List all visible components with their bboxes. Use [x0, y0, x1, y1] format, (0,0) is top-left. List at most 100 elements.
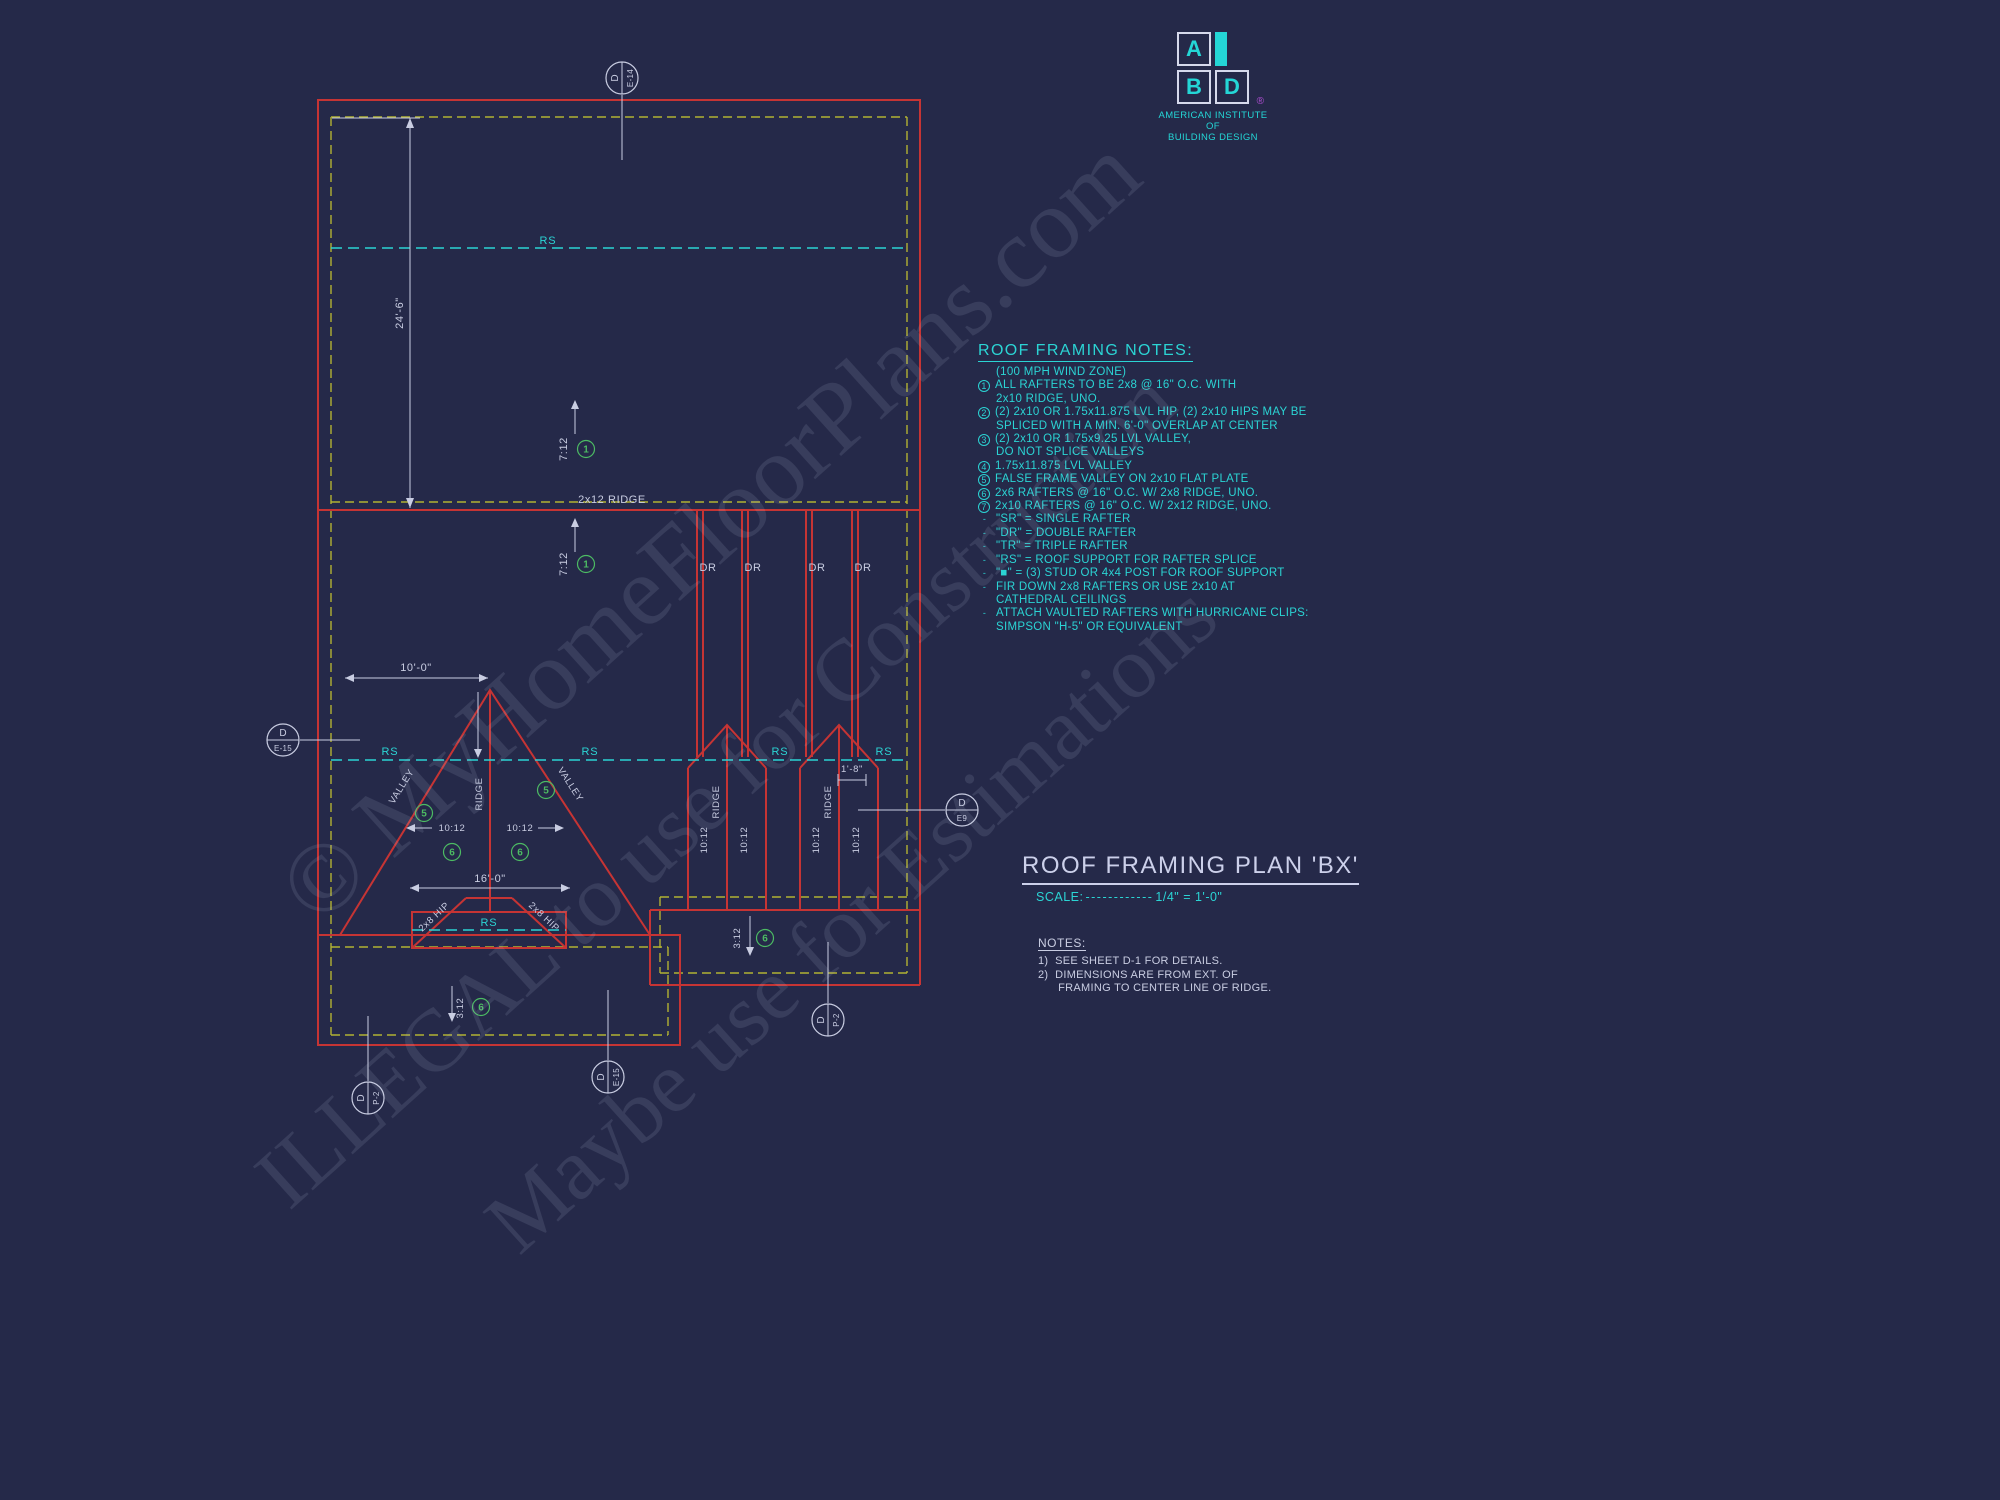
callout-letter: D — [279, 728, 286, 739]
note-marker: 3 — [978, 434, 990, 447]
note-marker — [978, 394, 991, 406]
dimension-label: 10'-0" — [400, 662, 432, 674]
note-marker — [978, 421, 991, 433]
note-marker: - — [982, 541, 987, 552]
sheet-note-line: FRAMING TO CENTER LINE OF RIDGE. — [1038, 982, 1272, 994]
framing-note-line: 7 2x10 RAFTERS @ 16" O.C. W/ 2x12 RIDGE,… — [978, 500, 1309, 514]
note-text: CATHEDRAL CEILINGS — [996, 593, 1127, 606]
roof-support-labels: RS RS RS RS RS RS — [382, 235, 893, 929]
note-marker: - — [982, 568, 987, 579]
rs-label: RS — [382, 746, 399, 758]
org-line: AMERICAN INSTITUTE — [1158, 110, 1268, 121]
note-text: (2) 2x10 OR 1.75x11.875 LVL HIP, (2) 2x1… — [995, 406, 1307, 419]
dimension-label: 24'-6" — [394, 297, 406, 329]
scale-value: 1/4" = 1'-0" — [1155, 890, 1223, 904]
slope-label: 10:12 — [699, 827, 710, 854]
note-ref-6: 6 — [762, 934, 768, 945]
double-rafter-label: DR — [699, 562, 716, 574]
circled-note-references: 1 1 5 5 6 6 6 6 — [414, 439, 775, 1017]
framing-note-line: - "SR" = SINGLE RAFTER — [978, 513, 1309, 526]
sheet-notes-title: NOTES: — [1038, 936, 1086, 951]
rs-label: RS — [876, 746, 893, 758]
scale-leader: ------------ — [1085, 890, 1154, 904]
framing-note-line: 1 ALL RAFTERS TO BE 2x8 @ 16" O.C. WITH — [978, 379, 1309, 393]
callout-label: E9 — [957, 814, 968, 823]
note-text: SIMPSON "H-5" OR EQUIVALENT — [996, 620, 1183, 633]
gable-1-lines — [687, 723, 767, 910]
note-marker: - — [982, 581, 987, 592]
rs-label: RS — [772, 746, 789, 758]
framing-note-line: 5 FALSE FRAME VALLEY ON 2x10 FLAT PLATE — [978, 473, 1309, 487]
note-marker: 1 — [978, 380, 990, 393]
gable-2-lines — [799, 723, 879, 910]
small-hip-bay-lines — [411, 897, 567, 949]
note-marker: 5 — [978, 474, 990, 487]
note-marker: 7 — [978, 501, 990, 514]
hip-valley-lines — [339, 688, 651, 936]
sheet-notes: NOTES: 1) SEE SHEET D-1 FOR DETAILS. 2) … — [1038, 934, 1271, 996]
double-rafter-label: DR — [808, 562, 825, 574]
logo-letter-a: A — [1186, 36, 1202, 61]
slope-label: 10:12 — [439, 823, 466, 834]
note-marker — [978, 447, 991, 459]
logo-letter-d: D — [1224, 74, 1240, 99]
logo-box-d: D — [1215, 70, 1249, 104]
dimension-arrowheads — [345, 118, 754, 1022]
note-marker: - — [982, 527, 987, 538]
framing-note-line: 4 1.75x11.875 LVL VALLEY — [978, 460, 1309, 473]
framing-note-line: 2 (2) 2x10 OR 1.75x11.875 LVL HIP, (2) 2… — [978, 406, 1309, 420]
logo-letter-b: B — [1186, 74, 1202, 99]
double-rafter-label: DR — [744, 562, 761, 574]
callout-e15-left: D E-15 — [266, 723, 300, 757]
callout-label: E-14 — [626, 69, 635, 87]
scale-label: SCALE: — [1036, 890, 1084, 904]
plan-title: ROOF FRAMING PLAN 'BX' — [1022, 852, 1359, 885]
note-ref-1: 1 — [583, 445, 589, 456]
note-marker: - — [982, 554, 987, 565]
dimension-label: 16'-0" — [474, 873, 506, 885]
framing-note-line: - "TR" = TRIPLE RAFTER — [978, 540, 1309, 553]
callout-p2-right: D P-2 — [811, 1003, 845, 1037]
aibd-org-name: AMERICAN INSTITUTE OF BUILDING DESIGN — [1158, 110, 1267, 143]
note-ref-1: 1 — [583, 560, 589, 571]
detail-callouts: D E-14 D E-15 D E9 D P-2 D E-15 D P-2 — [266, 61, 979, 1115]
callout-e9: D E9 — [945, 793, 979, 827]
note-text: "DR" = DOUBLE RAFTER — [996, 526, 1137, 539]
callout-e15-bottom: D E-15 — [591, 1060, 625, 1094]
plan-scale: SCALE:------------1/4" = 1'-0" — [1036, 890, 1359, 904]
callout-letter: D — [816, 1016, 827, 1023]
overhang-dashed-lines — [330, 116, 908, 1036]
note-text: (2) 2x10 OR 1.75x9.25 LVL VALLEY, — [995, 433, 1192, 446]
dimension-and-leader-lines — [300, 95, 945, 1081]
registered-trademark-icon: ® — [1256, 96, 1264, 107]
callout-p2-left: D P-2 — [351, 1081, 385, 1115]
sheet-note-line: 2) DIMENSIONS ARE FROM EXT. OF — [1038, 968, 1238, 981]
sheet-notes-list: 1) SEE SHEET D-1 FOR DETAILS. 2) DIMENSI… — [1038, 955, 1271, 996]
note-marker — [978, 622, 991, 634]
note-text: FALSE FRAME VALLEY ON 2x10 FLAT PLATE — [995, 473, 1249, 486]
note-text: 2x10 RAFTERS @ 16" O.C. W/ 2x12 RIDGE, U… — [995, 500, 1272, 513]
callout-letter: D — [610, 74, 621, 81]
note-marker: 6 — [978, 487, 990, 500]
drawing-title-block: ROOF FRAMING PLAN 'BX' SCALE:-----------… — [1022, 852, 1359, 904]
note-ref-6: 6 — [449, 848, 455, 859]
note-text: ATTACH VAULTED RAFTERS WITH HURRICANE CL… — [996, 607, 1309, 620]
slope-label: 3:12 — [455, 998, 466, 1019]
logo-box-a: A — [1177, 32, 1211, 66]
note-ref-5: 5 — [421, 809, 427, 820]
slope-label: 7:12 — [558, 437, 570, 461]
note-marker: - — [982, 608, 987, 619]
slope-label: 10:12 — [739, 827, 750, 854]
logo-box-b: B — [1177, 70, 1211, 104]
framing-note-line: 6 2x6 RAFTERS @ 16" O.C. W/ 2x8 RIDGE, U… — [978, 487, 1309, 500]
sheet-note-line: 1) SEE SHEET D-1 FOR DETAILS. — [1038, 955, 1223, 967]
framing-notes-list: 1 ALL RAFTERS TO BE 2x8 @ 16" O.C. WITH … — [978, 379, 1309, 634]
rs-label: RS — [540, 235, 557, 247]
callout-letter: D — [356, 1094, 367, 1101]
slope-label: 10:12 — [811, 827, 822, 854]
callout-label: E-15 — [274, 744, 292, 753]
framing-notes-title: ROOF FRAMING NOTES: — [978, 342, 1194, 362]
note-text: "■" = (3) STUD OR 4x4 POST FOR ROOF SUPP… — [996, 567, 1285, 580]
callout-letter: D — [958, 798, 965, 809]
ridge-label: RIDGE — [474, 777, 485, 810]
